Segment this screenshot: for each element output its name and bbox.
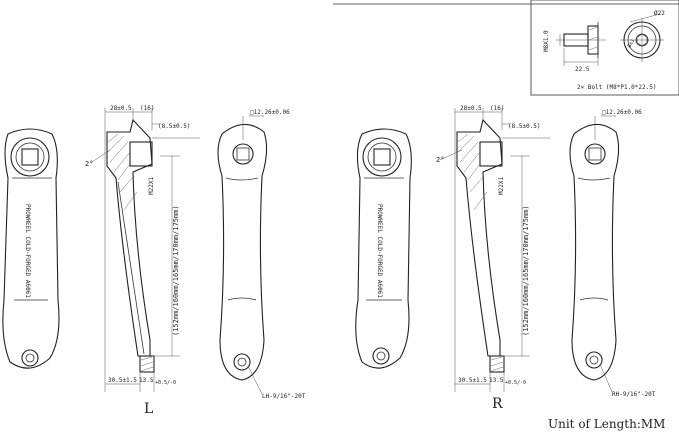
- right-pedal-thread-dim: RH-9/16"-20T: [612, 391, 656, 398]
- right-top-16-dim: (16): [490, 105, 504, 112]
- bolt-length-dim: 22.5: [575, 66, 590, 73]
- right-square-dim: □12.26±0.06: [602, 109, 642, 116]
- right-arm-engraving: PROWHEEL COLD-FORGED A6061: [376, 204, 383, 298]
- right-lengths-dim: (152mm/160mm/165mm/170mm/175mm): [522, 205, 530, 336]
- right-thread-dim: M22X1: [498, 177, 505, 195]
- unit-label: Unit of Length:MM: [548, 417, 665, 431]
- left-pedal-thread-dim: LH-9/16"-20T: [262, 393, 306, 400]
- left-pedal-tol-dim: +0.5/-0: [155, 380, 176, 386]
- left-crank-back-view: [217, 115, 268, 395]
- right-bottom-offset-dim: 30.5±1.5: [458, 377, 487, 384]
- bolt-head-dim: M8X1.0: [543, 30, 550, 52]
- bolt-caption: 2× Bolt (M8*P1.0*22.5): [577, 84, 656, 91]
- left-angle-dim: 2°: [85, 160, 93, 168]
- left-crank-front-view: [2, 128, 60, 369]
- right-pedal-tol-dim: +0.5/-0: [505, 380, 526, 386]
- left-thread-dim: M22X1: [148, 177, 155, 195]
- right-top-offset-dim: 28±0.5: [460, 105, 482, 112]
- right-side-label: R: [492, 396, 503, 412]
- left-bottom-offset-dim: 30.5±1.5: [108, 377, 137, 384]
- right-crank-side-view: [439, 108, 550, 392]
- left-top-16-dim: (16): [140, 105, 154, 112]
- left-square-dim: □12.26±0.06: [250, 109, 290, 116]
- left-spindle-depth-dim: (8.5±0.5): [158, 123, 191, 130]
- left-side-label: L: [144, 401, 153, 417]
- left-pedal-depth-dim: 13.5: [139, 377, 154, 384]
- right-spindle-depth-dim: (8.5±0.5): [508, 123, 541, 130]
- left-top-offset-dim: 28±0.5: [110, 105, 132, 112]
- right-crank-back-view: [569, 115, 620, 393]
- right-crank-front-view: [355, 128, 412, 369]
- bolt-face-dim: 8±1: [627, 38, 637, 49]
- bolt-side-view: [556, 22, 606, 66]
- right-pedal-depth-dim: 13.5: [489, 377, 504, 384]
- bolt-detail-box: [530, 0, 679, 96]
- right-angle-dim: 2°: [436, 156, 444, 164]
- left-lengths-dim: (152mm/160mm/165mm/170mm/175mm): [172, 205, 180, 336]
- bolt-front-view: [620, 13, 664, 62]
- bolt-diameter-dim: Ø22: [654, 10, 665, 17]
- left-arm-engraving: PROWHEEL COLD-FORGED A6061: [24, 204, 31, 298]
- left-crank-side-view: [91, 108, 200, 392]
